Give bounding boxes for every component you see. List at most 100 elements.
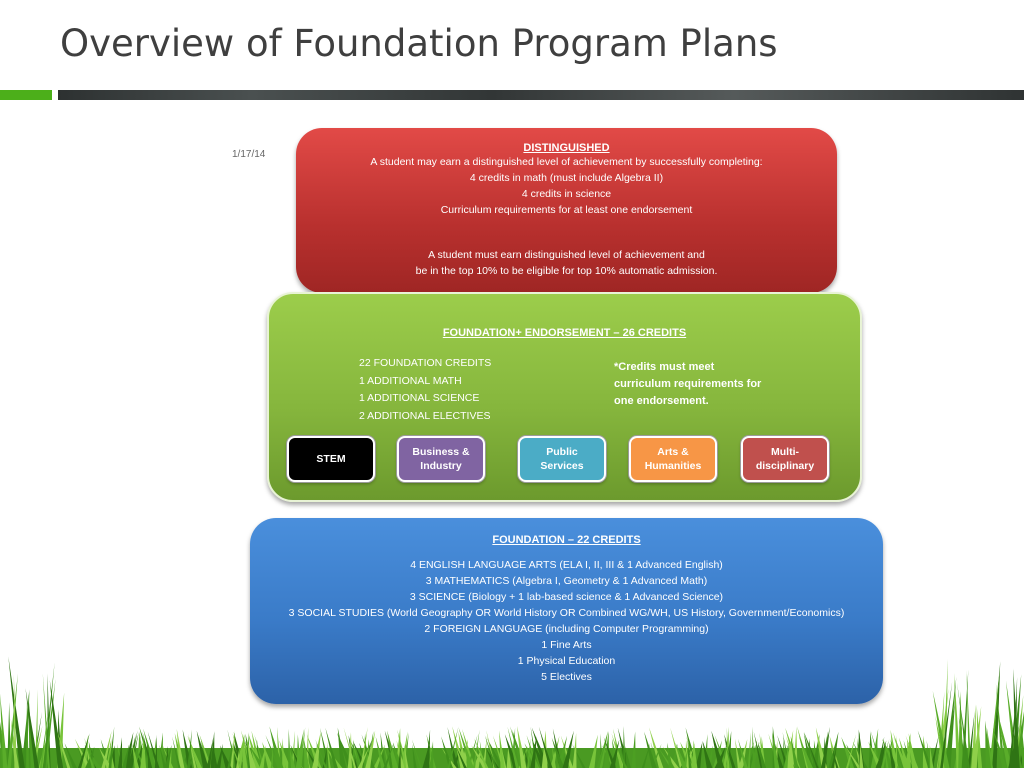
grass-blade (354, 743, 363, 768)
grass-blade (42, 662, 55, 768)
grass-blade (429, 741, 434, 768)
grass-blade (277, 726, 282, 768)
grass-blade (336, 732, 354, 768)
grass-blade (531, 727, 550, 768)
grass-blade (682, 747, 688, 768)
grass-blade (747, 732, 751, 768)
grass-blade (375, 736, 386, 768)
grass-blade (164, 745, 172, 768)
grass-blade (312, 731, 321, 768)
grass-blade (526, 735, 539, 768)
grass-blade (269, 726, 284, 768)
grass-blade (187, 735, 203, 768)
grass-blade (846, 744, 860, 768)
grass-blade (596, 739, 607, 768)
grass-blade (458, 727, 474, 768)
grass-blade (859, 742, 864, 768)
grass-blade (140, 738, 147, 768)
grass-blade (846, 734, 857, 768)
grass-blade (649, 727, 664, 768)
grass-blade (588, 734, 598, 768)
grass-blade (870, 730, 883, 768)
grass-blade (603, 731, 610, 768)
grass-blade (883, 738, 889, 768)
page-title: Overview of Foundation Program Plans (60, 22, 778, 65)
grass-blade (142, 731, 153, 768)
grass-blade (60, 731, 67, 768)
grass-blade (259, 745, 266, 768)
grass-blade (929, 744, 934, 768)
grass-blade (930, 736, 939, 768)
grass-blade (852, 741, 868, 768)
foundation-line: 1 Fine Arts (541, 639, 592, 651)
endorsement-credit-item: 1 ADDITIONAL MATH (359, 374, 462, 387)
grass-blade (139, 731, 146, 768)
grass-blade (176, 728, 185, 768)
grass-blade (7, 673, 18, 768)
grass-blade (270, 743, 274, 768)
grass-blade (831, 745, 839, 768)
grass-blade (917, 730, 932, 768)
grass-blade (695, 741, 703, 768)
grass-blade (774, 743, 784, 768)
grass-blade (944, 676, 957, 768)
grass-blade (828, 731, 839, 768)
grass-blade (954, 673, 961, 768)
grass-blade (875, 740, 887, 768)
grass-blade (383, 742, 395, 768)
grass-blade (723, 738, 729, 768)
endorsement-box: FOUNDATION+ ENDORSEMENT – 26 CREDITS 22 … (267, 292, 862, 502)
grass-blade (905, 733, 911, 768)
grass-blade (940, 681, 953, 768)
grass-blade (976, 704, 983, 768)
grass-blade (644, 731, 657, 768)
grass-blade (472, 729, 480, 768)
grass-blade (42, 673, 50, 768)
endorsement-credit-item: 2 ADDITIONAL ELECTIVES (359, 409, 491, 422)
grass-blade (526, 738, 531, 768)
grass-blade (187, 729, 192, 768)
distinguished-line: Curriculum requirements for at least one… (440, 204, 693, 216)
endorsement-option-label: Public Services (540, 446, 584, 472)
foundation-line: 1 Physical Education (517, 655, 616, 667)
grass-blade (714, 745, 726, 768)
grass-blade (452, 726, 466, 768)
foundation-line: 3 SCIENCE (Biology + 1 lab-based science… (409, 591, 724, 603)
grass-blade (303, 737, 311, 768)
grass-blade (398, 743, 401, 768)
grass-blade (692, 740, 698, 768)
grass-blade (667, 742, 673, 768)
grass-blade (230, 741, 242, 768)
grass-blade (893, 737, 909, 768)
grass-blade (504, 734, 519, 768)
grass-blade (808, 741, 819, 768)
grass-blade (899, 737, 910, 768)
grass-blade (517, 726, 527, 768)
grass-blade (798, 736, 813, 768)
grass-blade (172, 736, 181, 768)
grass-blade (262, 742, 274, 768)
grass-blade (499, 730, 505, 768)
endorsement-option-stem: STEM (287, 436, 375, 482)
grass-blade (315, 739, 327, 768)
grass-blade (210, 731, 215, 768)
grass-blade (121, 744, 130, 768)
endorsement-note-line: curriculum requirements for (614, 378, 762, 390)
grass-blade (230, 730, 235, 768)
endorsement-option-label: Multi-disciplinary (755, 446, 815, 472)
grass-blade (400, 731, 408, 768)
grass-blade (562, 730, 574, 768)
grass-blade (404, 743, 409, 768)
grass-blade (614, 740, 628, 768)
grass-blade (735, 738, 741, 768)
distinguished-line: A student may earn a distinguished level… (370, 156, 763, 168)
distinguished-heading: DISTINGUISHED (523, 142, 610, 154)
grass-blade (603, 737, 617, 768)
grass-blade (641, 742, 651, 768)
grass-blade (966, 670, 972, 768)
grass-blade (326, 741, 331, 768)
grass-blade (619, 745, 630, 768)
grass-blade (958, 691, 964, 768)
grass-blade (675, 742, 688, 768)
grass-blade (738, 738, 748, 768)
